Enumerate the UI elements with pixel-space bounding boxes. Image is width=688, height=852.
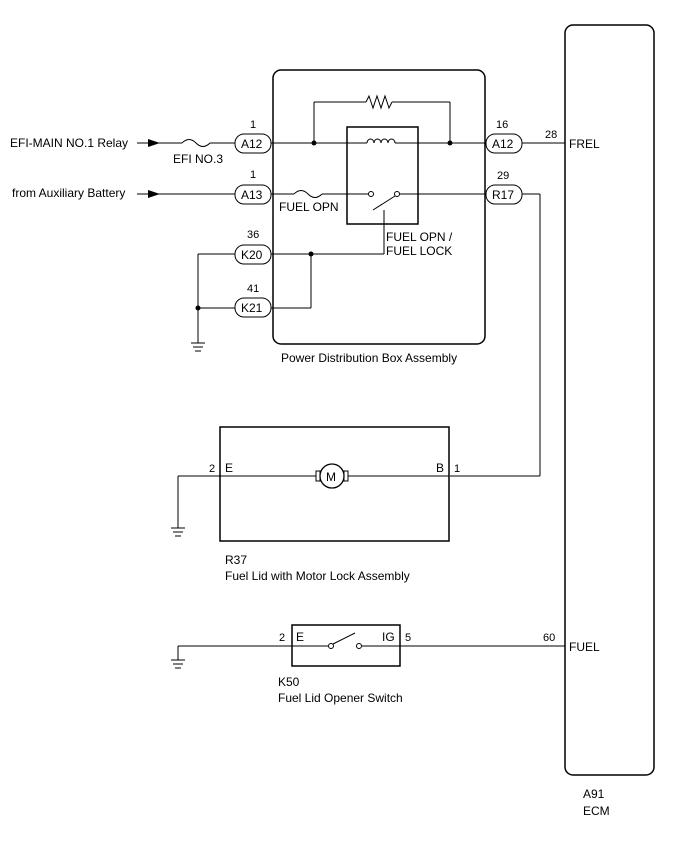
pin-number: 29 — [497, 170, 509, 182]
fuel-lid-motor-name: Fuel Lid with Motor Lock Assembly — [225, 569, 410, 583]
pin-label: E — [296, 630, 304, 644]
pin-number: 5 — [405, 632, 411, 644]
ecm-box — [564, 24, 655, 776]
connector-label: A12 — [241, 137, 263, 151]
ground-icon — [171, 659, 185, 669]
fuse-fuel-opn-label: FUEL OPN — [279, 200, 339, 214]
ecm-frel-pin: 28 — [545, 129, 557, 141]
relay-switch-contact — [372, 195, 396, 211]
relay-box — [346, 126, 419, 225]
input-aux-battery: from Auxiliary Battery — [12, 186, 125, 200]
fuel-lid-motor-code: R37 — [225, 553, 247, 567]
fuel-lid-motor-box — [219, 426, 450, 542]
relay-coil-icon — [366, 138, 396, 144]
pin-number: 2 — [209, 463, 215, 475]
pin-label: E — [225, 461, 233, 475]
pdb-name: Power Distribution Box Assembly — [281, 351, 457, 365]
pin-number: 41 — [247, 283, 259, 295]
opener-switch-code: K50 — [278, 675, 300, 689]
motor-symbol: M — [326, 470, 336, 484]
connector-label: K20 — [241, 248, 263, 262]
fuse-icon — [293, 190, 323, 198]
resistor-icon — [365, 94, 393, 110]
pin-number: 2 — [279, 632, 285, 644]
opener-switch-name: Fuel Lid Opener Switch — [278, 691, 403, 705]
relay-label-1: FUEL OPN / — [386, 230, 453, 244]
ecm-frel-label: FREL — [569, 137, 600, 151]
pin-number: 16 — [496, 119, 508, 131]
ecm-code: A91 — [583, 787, 605, 801]
pin-label: B — [436, 461, 444, 475]
arrow-icon — [148, 139, 160, 147]
pin-number: 1 — [250, 119, 256, 131]
input-efi-main-relay: EFI-MAIN NO.1 Relay — [10, 136, 128, 150]
ground-icon — [171, 527, 185, 537]
relay-label-2: FUEL LOCK — [386, 244, 452, 258]
arrow-icon — [148, 190, 160, 198]
switch-contact-icon — [332, 632, 356, 645]
connector-label: K21 — [241, 301, 263, 315]
ground-icon — [191, 342, 205, 352]
fuse-icon — [181, 139, 211, 147]
connector-label: R17 — [492, 188, 514, 202]
pin-number: 36 — [247, 229, 259, 241]
connector-label: A13 — [241, 188, 263, 202]
pin-number: 1 — [454, 463, 460, 475]
pdb-box — [272, 69, 486, 345]
pin-label: IG — [382, 630, 395, 644]
connector-label: A12 — [492, 137, 514, 151]
pin-number: 1 — [250, 169, 256, 181]
ecm-fuel-pin: 60 — [543, 632, 555, 644]
fuse-efi-no3-label: EFI NO.3 — [173, 152, 223, 166]
ecm-fuel-label: FUEL — [569, 640, 600, 654]
ecm-name: ECM — [583, 804, 610, 818]
motor-icon: M — [315, 463, 349, 489]
